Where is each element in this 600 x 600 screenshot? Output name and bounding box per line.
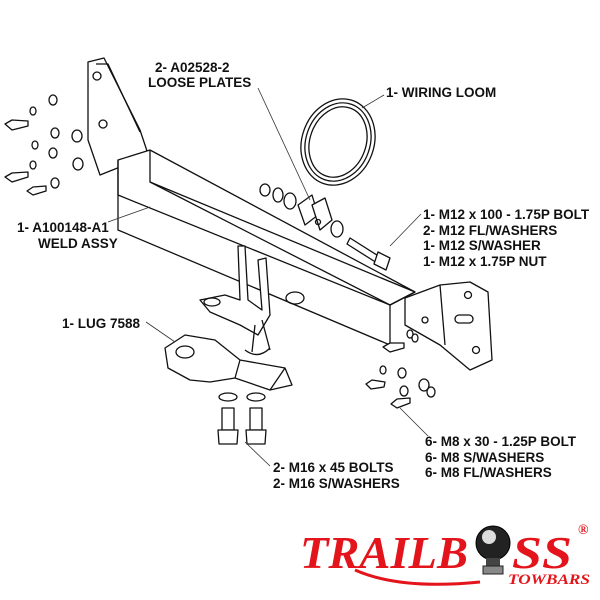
logo-brand-left: TRAILB <box>300 527 468 578</box>
loose-plates <box>297 194 333 231</box>
tow-ball-icon <box>475 525 511 575</box>
logo-tagline: TOWBARS <box>508 572 590 588</box>
trailboss-logo: TRAILB SS ® TOWBARS <box>300 523 590 588</box>
registered-mark: ® <box>578 523 589 538</box>
wiring-loom <box>300 98 376 186</box>
m12-label-4: 1- M12 x 1.75P NUT <box>423 254 547 269</box>
m8-label-2: 6- M8 S/WASHERS <box>425 450 544 465</box>
weld-assy-label-2: WELD ASSY <box>38 236 118 251</box>
m12-label-1: 1- M12 x 100 - 1.75P BOLT <box>423 207 590 222</box>
m12-nut-washers <box>259 183 344 238</box>
right-mounting-plate <box>404 281 493 371</box>
weld-assy-label-1: 1- A100148-A1 <box>17 220 109 235</box>
loose-plates-label-2: LOOSE PLATES <box>148 75 251 90</box>
m8-bolts-right <box>365 329 436 409</box>
hitch-tongue <box>199 245 305 356</box>
lug-7588 <box>164 334 293 391</box>
m12-label-3: 1- M12 S/WASHER <box>423 238 541 253</box>
lug-label: 1- LUG 7588 <box>62 316 141 331</box>
m16-label-1: 2- M16 x 45 BOLTS <box>273 460 394 475</box>
m8-label-3: 6- M8 FL/WASHERS <box>425 465 552 480</box>
m12-label-2: 2- M12 FL/WASHERS <box>423 223 557 238</box>
leader-lines <box>107 87 429 467</box>
wiring-loom-label: 1- WIRING LOOM <box>386 85 496 100</box>
logo-brand-right: SS <box>512 527 572 578</box>
m8-label-1: 6- M8 x 30 - 1.25P BOLT <box>425 434 577 449</box>
m8-bolts-left <box>4 94 84 196</box>
m16-bolts <box>217 392 267 445</box>
m12-bolt <box>346 237 391 271</box>
m16-label-2: 2- M16 S/WASHERS <box>273 476 400 491</box>
loose-plates-label-1: 2- A02528-2 <box>155 60 230 75</box>
